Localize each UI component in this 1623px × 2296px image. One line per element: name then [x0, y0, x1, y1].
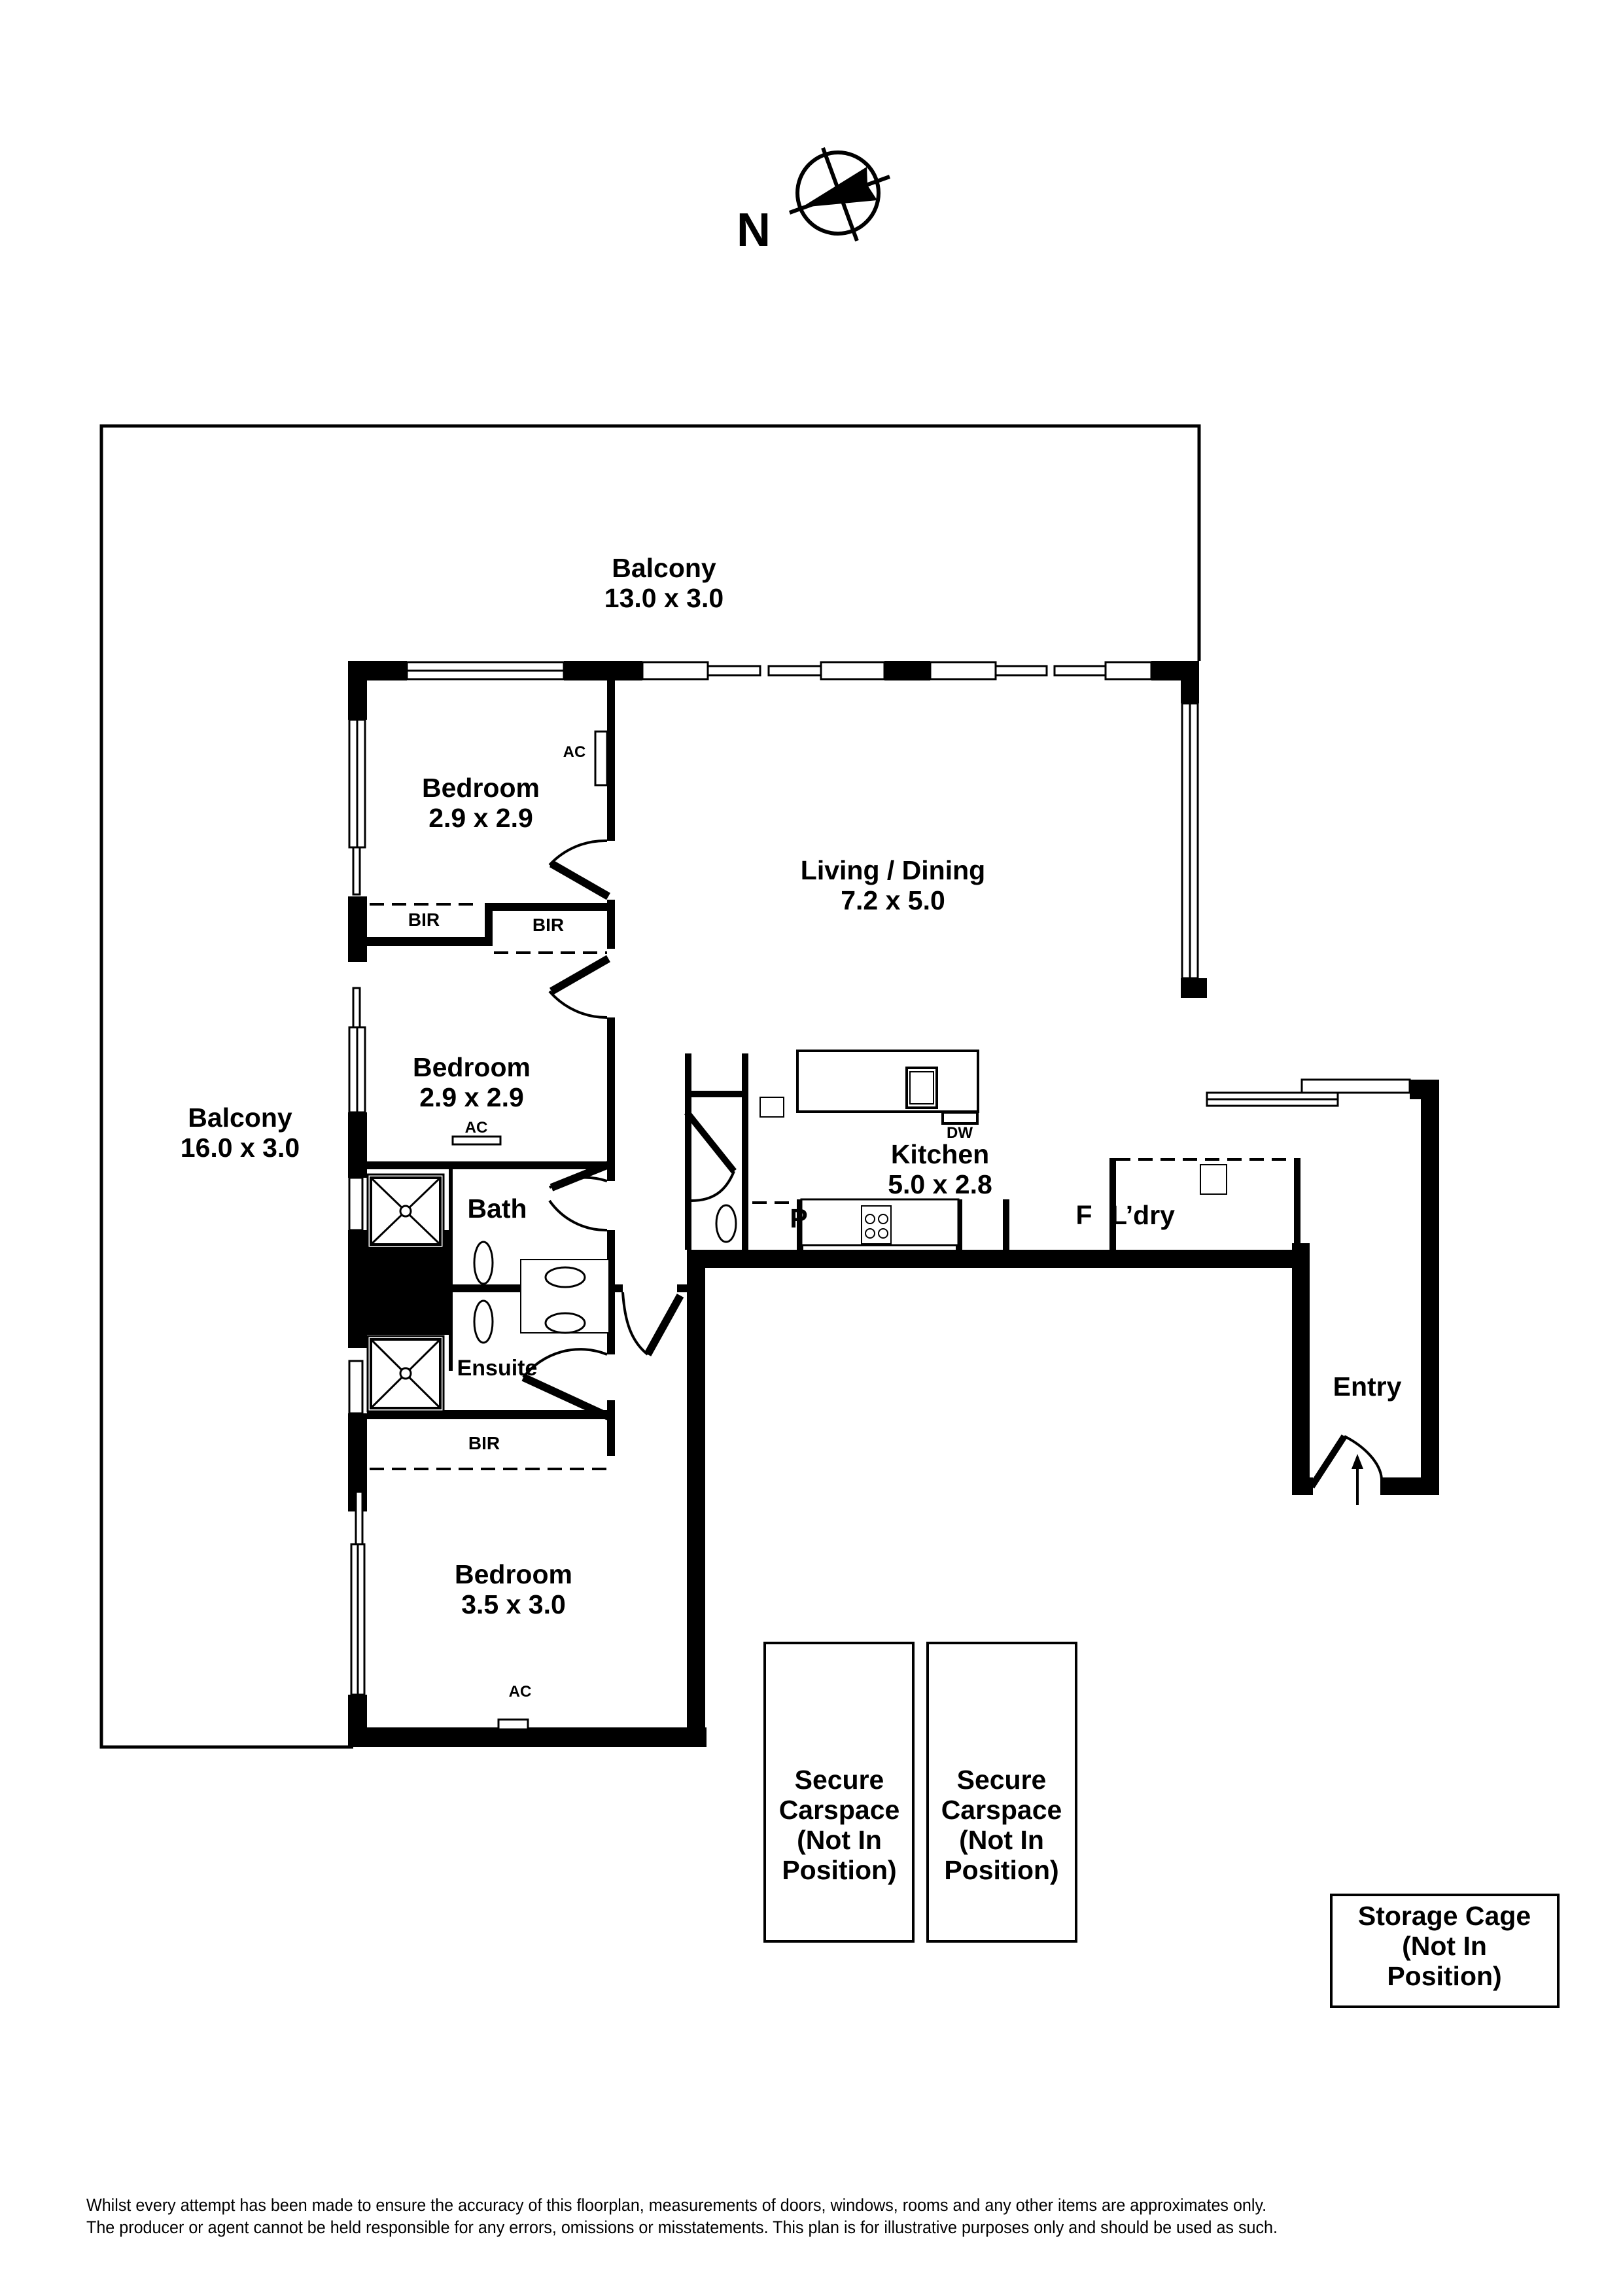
disclaimer-line-2: The producer or agent cannot be held res…	[86, 2217, 1278, 2237]
disclaimer-line-1: Whilst every attempt has been made to en…	[86, 2195, 1267, 2215]
pantry-label: P	[790, 1203, 808, 1233]
north-arrow-icon	[788, 147, 891, 242]
ac-label-bedroom-2: AC	[464, 1119, 488, 1137]
room-name: Balcony	[188, 1102, 292, 1133]
room-bath: Bath	[467, 1193, 527, 1224]
ac-label-bedroom-1: AC	[563, 743, 586, 761]
room-name: Bedroom	[455, 1559, 572, 1589]
room-name: Bedroom	[413, 1051, 531, 1082]
robe-openings	[370, 903, 1294, 1470]
bir-label-3: BIR	[468, 1433, 500, 1453]
room-balcony-top: Balcony 13.0 x 3.0	[604, 523, 724, 644]
balcony-outline	[99, 424, 1201, 1749]
room-dims: 5.0 x 2.8	[888, 1169, 992, 1199]
room-dims: 2.9 x 2.9	[419, 1082, 524, 1112]
room-living-dining: Living / Dining 7.2 x 5.0	[801, 826, 985, 946]
walls	[348, 661, 1439, 1747]
bathroom-fixtures	[366, 1173, 737, 1413]
storage-cage-label: Storage Cage (Not In Position)	[1357, 1901, 1531, 1991]
room-dims: 16.0 x 3.0	[180, 1132, 300, 1163]
carspace-2-label: Secure Carspace (Not In Position)	[941, 1765, 1062, 1885]
disclaimer: Whilst every attempt has been made to en…	[86, 2194, 1486, 2238]
room-name: Balcony	[612, 552, 716, 583]
parking-storage-boxes	[763, 1642, 1560, 2008]
entry-arrow-icon	[1352, 1454, 1363, 1505]
room-name: Kitchen	[890, 1139, 990, 1169]
room-bedroom-2: Bedroom 2.9 x 2.9	[413, 1023, 531, 1143]
bir-label-1a: BIR	[408, 910, 440, 930]
room-dims: 13.0 x 3.0	[604, 582, 724, 613]
room-dims: 2.9 x 2.9	[428, 802, 533, 833]
room-balcony-left: Balcony 16.0 x 3.0	[181, 1073, 300, 1193]
windows	[348, 661, 1411, 1696]
ac-label-bedroom-3: AC	[508, 1683, 532, 1701]
room-ensuite: Ensuite	[457, 1356, 538, 1381]
room-kitchen: Kitchen 5.0 x 2.8	[888, 1110, 992, 1230]
carspace-1-label: Secure Carspace (Not In Position)	[778, 1765, 900, 1885]
room-name: Bedroom	[422, 772, 540, 803]
room-laundry: L’dry	[1111, 1200, 1175, 1230]
room-dims: 7.2 x 5.0	[841, 885, 945, 915]
room-bedroom-3: Bedroom 3.5 x 3.0	[455, 1530, 572, 1650]
doors	[521, 839, 1383, 1489]
ac-units	[451, 730, 608, 1731]
room-bedroom-1: Bedroom 2.9 x 2.9	[422, 743, 540, 864]
fridge-label: F	[1075, 1200, 1092, 1230]
dishwasher-label: DW	[947, 1124, 973, 1142]
bir-label-1b: BIR	[532, 915, 565, 935]
north-label: N	[737, 204, 771, 256]
room-dims: 3.5 x 3.0	[461, 1589, 566, 1619]
kitchen-fixtures	[759, 1050, 1227, 1246]
room-name: Living / Dining	[800, 855, 986, 885]
room-entry: Entry	[1333, 1371, 1402, 1402]
